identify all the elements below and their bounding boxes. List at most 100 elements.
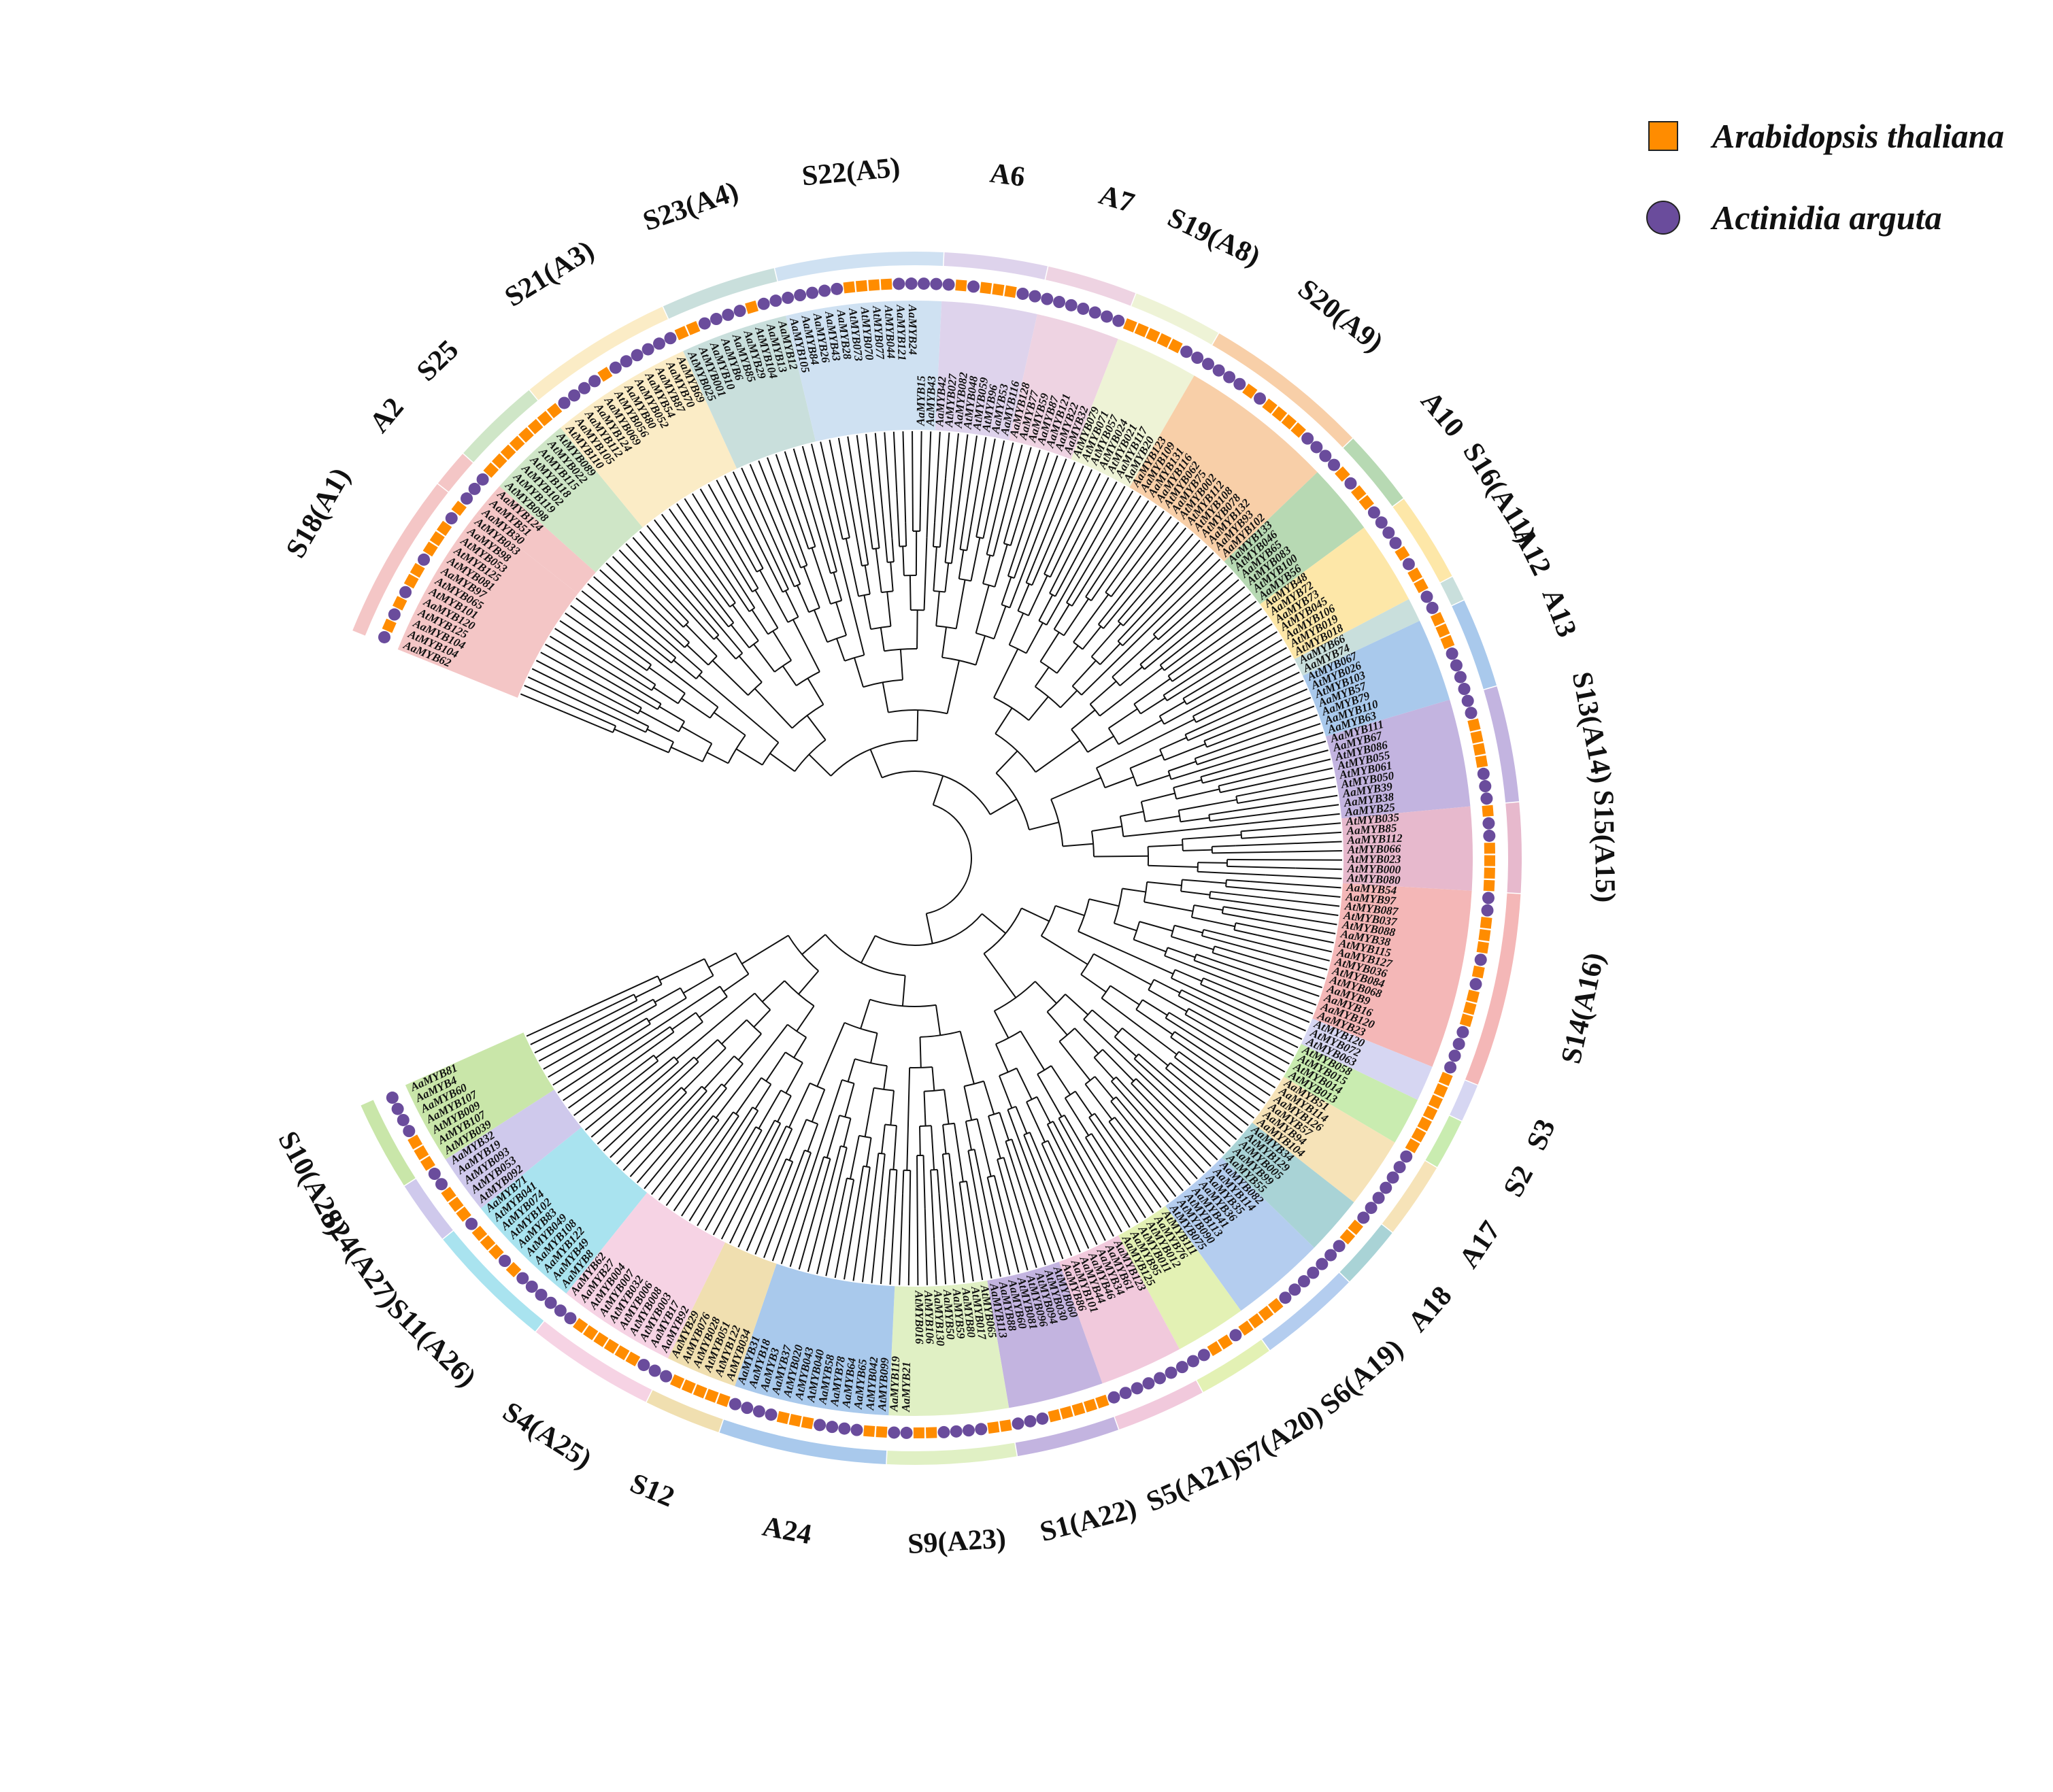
- branch: [890, 562, 894, 592]
- actinidia-marker: [1131, 1382, 1144, 1395]
- branch-arc: [830, 571, 837, 574]
- branch: [1187, 712, 1252, 741]
- branch: [892, 1125, 897, 1170]
- branch: [754, 590, 779, 628]
- branch-arc: [884, 648, 918, 652]
- leaf-branch: [579, 1094, 616, 1123]
- branch-arc: [729, 602, 736, 608]
- arabidopsis-marker: [1482, 805, 1494, 817]
- arabidopsis-marker: [692, 1384, 707, 1399]
- actinidia-marker: [1400, 1150, 1413, 1163]
- branch: [692, 1087, 727, 1130]
- leaf-branch: [1278, 973, 1322, 989]
- arabidopsis-marker: [1290, 422, 1306, 438]
- branch: [1058, 1117, 1093, 1179]
- branch: [1074, 1028, 1099, 1054]
- leaf-branch: [1288, 776, 1335, 787]
- branch: [1195, 739, 1246, 760]
- actinidia-marker: [399, 586, 412, 598]
- leaf-branch: [1295, 822, 1341, 828]
- tree-branches: [520, 431, 1342, 1285]
- branch: [813, 609, 828, 643]
- branch: [675, 992, 756, 1060]
- actinidia-marker: [1088, 306, 1101, 319]
- arabidopsis-marker: [1083, 1398, 1098, 1413]
- branch: [966, 526, 972, 551]
- leaf-branch: [699, 488, 747, 569]
- leaf-branch: [530, 1004, 613, 1045]
- leaf-branch: [1250, 655, 1292, 679]
- leaf-branch: [1073, 477, 1109, 546]
- clade-ring-segment: [1465, 893, 1521, 1085]
- branch-arc: [727, 734, 746, 764]
- leaf-branch: [526, 1016, 569, 1037]
- arabidopsis-marker: [1459, 1013, 1473, 1028]
- clade-ring-segment: [1197, 1339, 1269, 1392]
- backbone-arc: [882, 771, 991, 815]
- leaf-branch: [986, 438, 996, 485]
- leaf-branch: [837, 437, 858, 543]
- branch-arc: [710, 707, 719, 719]
- leaf-branch: [732, 471, 760, 528]
- clade-sector: [1283, 1044, 1418, 1143]
- purple-circle-icon: [1646, 201, 1680, 235]
- leaf-branch: [746, 1180, 778, 1251]
- arabidopsis-marker: [1430, 611, 1446, 627]
- branch: [660, 1061, 679, 1079]
- leaf-branch: [1122, 1140, 1169, 1203]
- arabidopsis-marker: [681, 1379, 696, 1394]
- branch-arc: [942, 1122, 955, 1126]
- actinidia-marker: [1324, 1249, 1337, 1262]
- branch: [1094, 1113, 1126, 1158]
- leaf-branch: [531, 668, 588, 697]
- branch: [807, 1123, 819, 1152]
- leaf-branch: [1029, 1189, 1055, 1263]
- leaf-branch: [1157, 1089, 1224, 1154]
- actinidia-marker: [710, 313, 722, 326]
- backbone-branch: [882, 682, 889, 713]
- branch-arc: [1184, 734, 1189, 741]
- actinidia-marker: [1482, 817, 1495, 830]
- branch: [982, 515, 989, 539]
- clade-sectors: [397, 301, 1473, 1416]
- leaf-branch: [916, 1179, 919, 1285]
- branch: [1114, 1117, 1148, 1161]
- arabidopsis-marker: [1207, 1341, 1222, 1357]
- branch: [795, 1150, 805, 1173]
- branch: [1013, 513, 1038, 579]
- arabidopsis-marker: [1476, 941, 1489, 954]
- branch: [944, 509, 952, 563]
- leaf-branch: [554, 628, 607, 662]
- branch: [1209, 810, 1233, 815]
- branch: [1164, 743, 1206, 761]
- branch: [632, 998, 654, 1011]
- clade-name: S4(A25): [497, 1396, 597, 1476]
- branch: [1212, 851, 1281, 854]
- arabidopsis-marker: [1122, 318, 1137, 333]
- actinidia-marker: [1446, 647, 1458, 660]
- arabidopsis-marker: [1168, 338, 1183, 354]
- branch: [1241, 836, 1266, 839]
- actinidia-marker: [1454, 671, 1467, 683]
- branch: [1210, 891, 1264, 898]
- branch: [673, 583, 720, 636]
- branch: [1054, 575, 1067, 597]
- actinidia-marker: [1344, 477, 1357, 490]
- branch-arc: [936, 625, 956, 630]
- branch: [1191, 916, 1235, 928]
- leaf-branch: [729, 1187, 757, 1244]
- branch: [1114, 922, 1137, 932]
- leaf-branch: [1156, 1069, 1237, 1140]
- branch: [759, 569, 789, 623]
- clade-name: S6(A19): [1314, 1333, 1409, 1421]
- leaf-branch: [1261, 785, 1337, 800]
- branch: [1029, 1132, 1052, 1183]
- branch: [1116, 1077, 1153, 1117]
- leaf-branch: [852, 1220, 863, 1281]
- actinidia-marker: [1480, 792, 1493, 805]
- branch-arc: [747, 681, 763, 696]
- clade-name: S14(A16): [1556, 950, 1611, 1067]
- leaf-branch: [1139, 552, 1214, 630]
- actinidia-marker: [435, 1178, 448, 1191]
- branch-arc: [1190, 905, 1195, 917]
